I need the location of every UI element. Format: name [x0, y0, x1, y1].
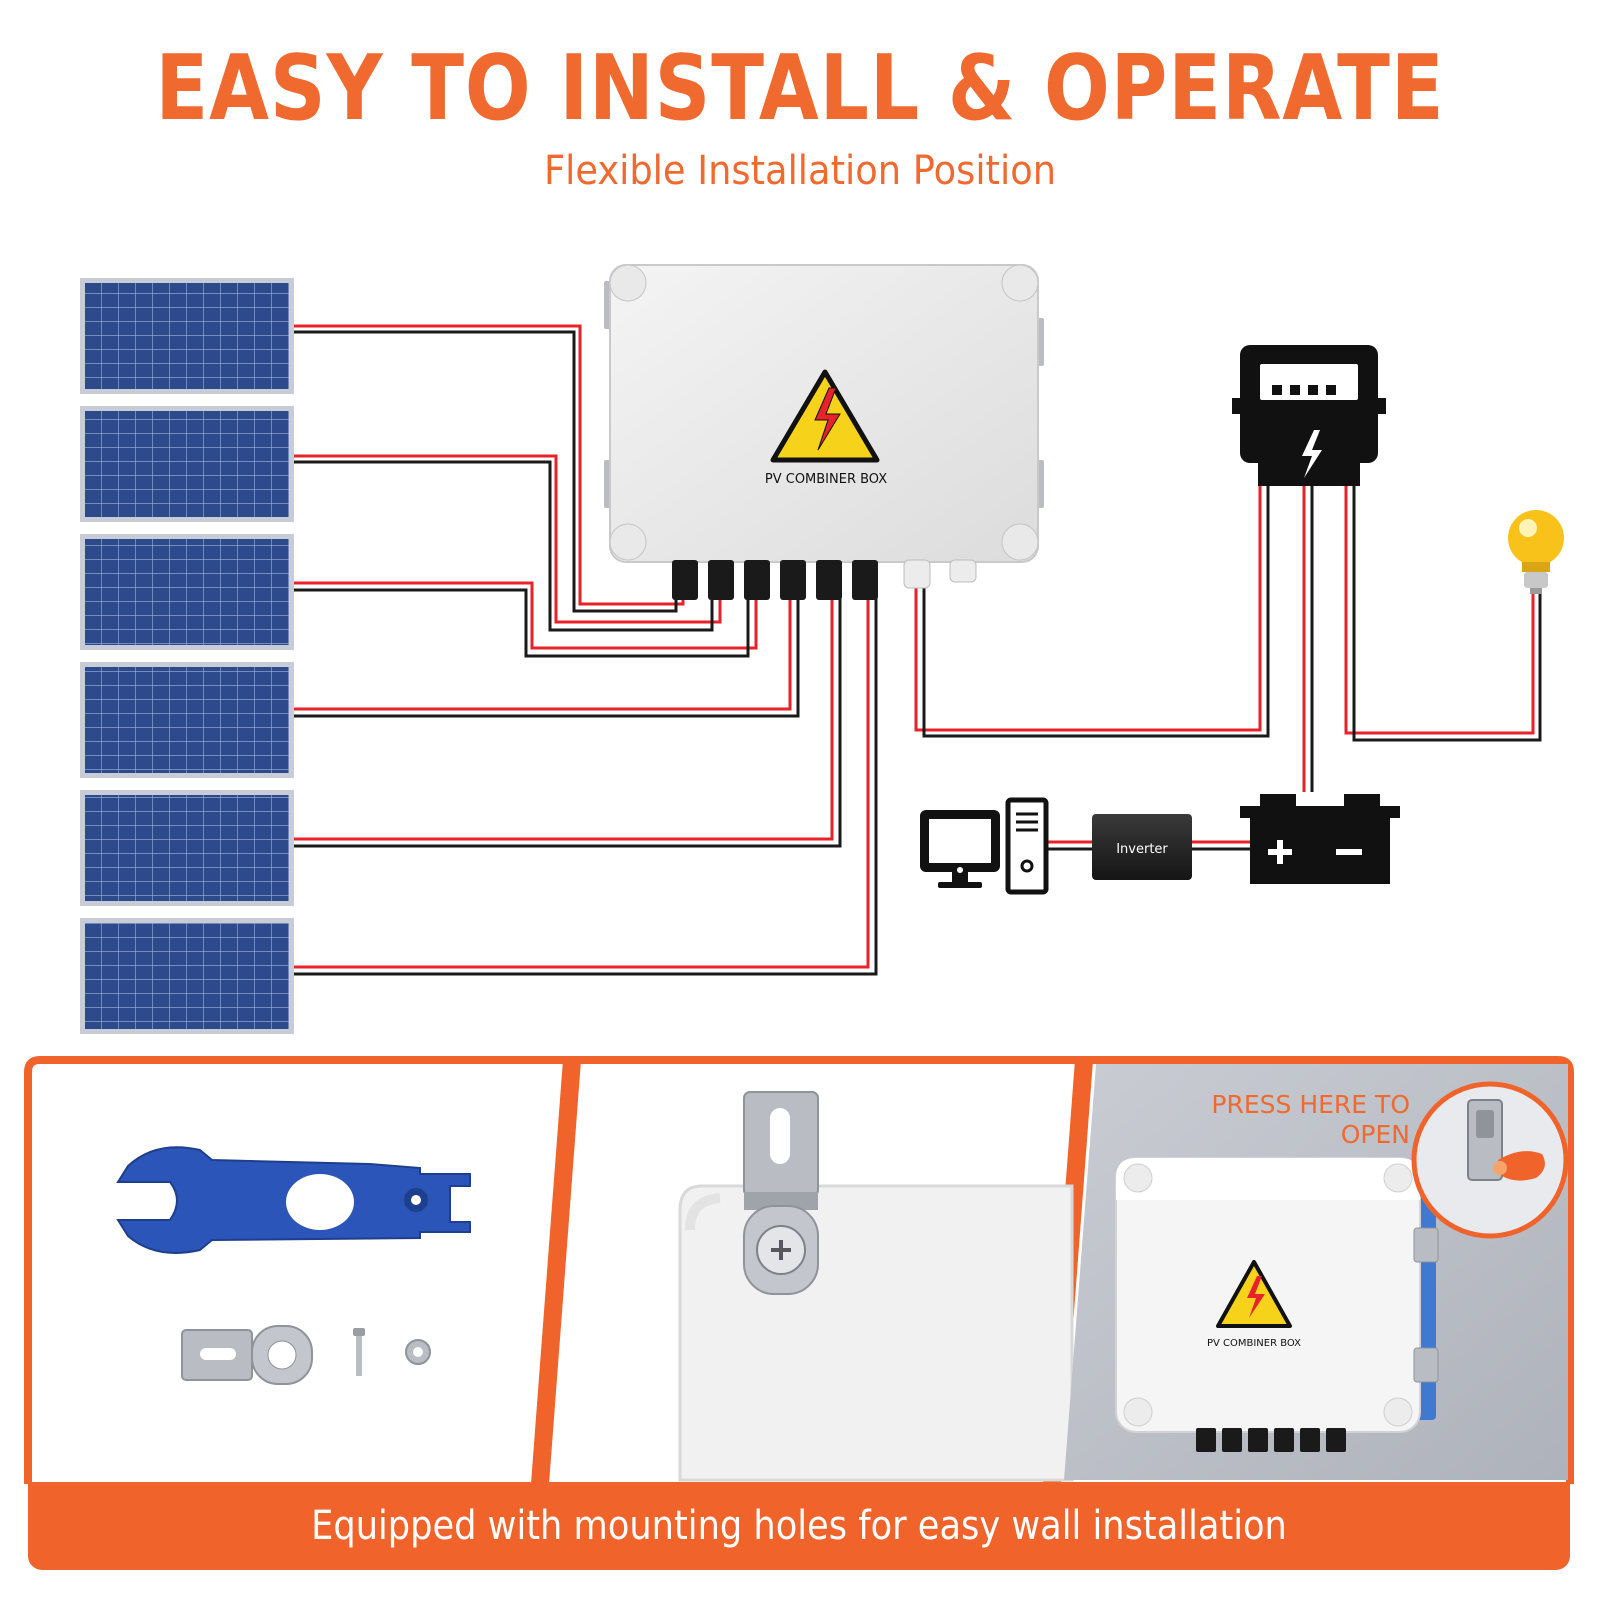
- solar-panel-4: [80, 662, 294, 778]
- mounting-bracket-part: [181, 1325, 313, 1385]
- bracket-closeup: [678, 1091, 1074, 1482]
- wire-meter-to-battery: [1302, 485, 1314, 792]
- warning-triangle-icon: [770, 369, 880, 463]
- solar-panel-6: [80, 918, 294, 1034]
- solar-panel-3: [80, 534, 294, 650]
- wire-pair-4: [292, 582, 800, 718]
- battery-icon: [1240, 794, 1400, 884]
- solar-panel-1: [80, 278, 294, 394]
- panel-wires: [292, 324, 1542, 976]
- page-subtitle: Flexible Installation Position: [543, 148, 1057, 194]
- footer-caption: Equipped with mounting holes for easy wa…: [311, 1503, 1287, 1549]
- mc4-spanner-wrench-icon: [116, 1146, 471, 1254]
- wire-meter-to-bulb: [1344, 485, 1542, 742]
- wire-pair-2: [292, 454, 722, 632]
- computer-icon: [920, 797, 1049, 895]
- light-bulb-icon: [1508, 510, 1564, 594]
- box-warning-triangle-icon: [1216, 1260, 1292, 1328]
- latch-callout-circle: [1411, 1081, 1569, 1239]
- inverter-label: Inverter: [1116, 842, 1168, 857]
- wire-pair-6: [292, 582, 878, 976]
- nut-part: [405, 1339, 431, 1365]
- page-title: EASY TO INSTALL & OPERATE: [155, 36, 1445, 141]
- wire-pair-5: [292, 582, 842, 848]
- cable-glands: [903, 559, 977, 589]
- solar-panel-5: [80, 790, 294, 906]
- footer-banner: Equipped with mounting holes for easy wa…: [28, 1482, 1570, 1570]
- install-panels: PV COMBINER BOX: [24, 1056, 1574, 1485]
- solar-panel-2: [80, 406, 294, 522]
- combiner-box-label: PV COMBINER BOX: [765, 472, 887, 487]
- wire-battery-to-inverter: [1046, 840, 1250, 851]
- combiner-box: PV COMBINER BOX: [604, 264, 1044, 600]
- wire-combiner-to-meter: [914, 485, 1270, 738]
- wire-pair-3: [292, 581, 758, 658]
- screw-part: [353, 1328, 365, 1376]
- inverter-icon: Inverter: [1092, 814, 1192, 880]
- press-here-callout: PRESS HERE TO OPEN: [1211, 1090, 1410, 1149]
- solar-panel-array: [80, 278, 294, 1034]
- wall-box-label: PV COMBINER BOX: [1207, 1338, 1301, 1349]
- energy-meter-icon: [1232, 345, 1386, 486]
- mc4-connectors: [672, 560, 878, 600]
